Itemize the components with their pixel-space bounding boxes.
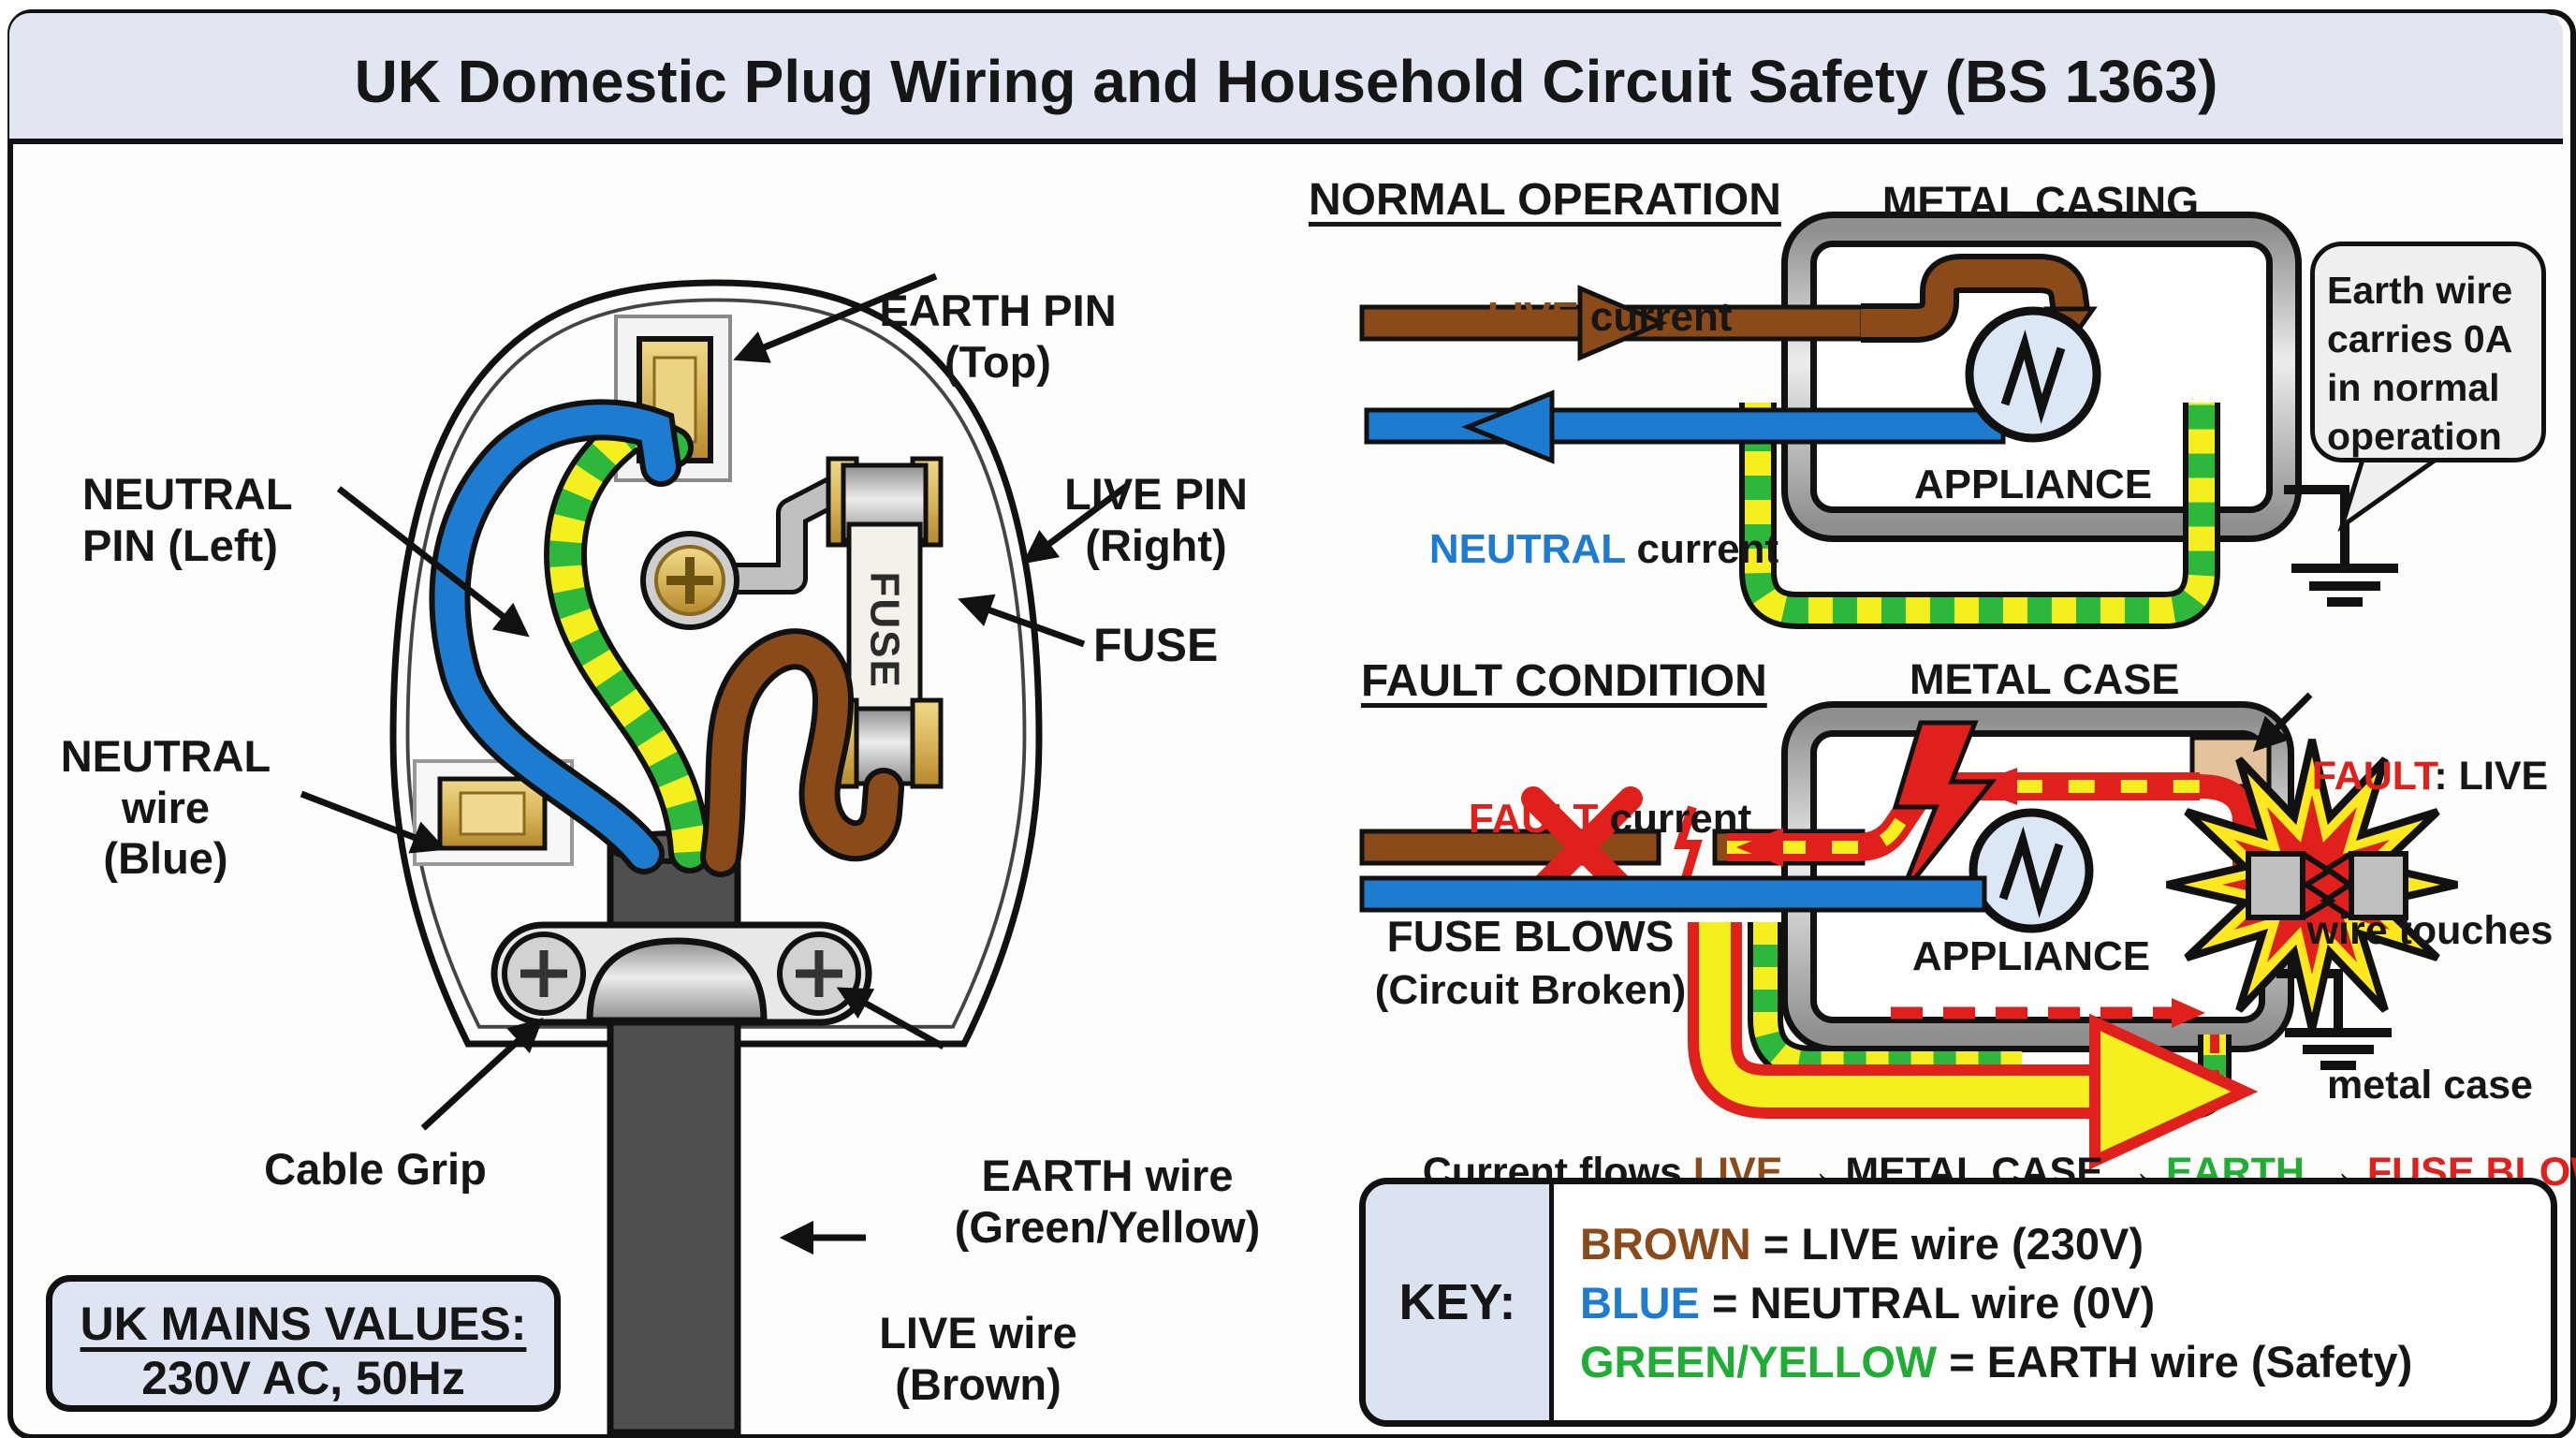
plug-body-inner-line [405, 298, 1027, 1029]
neutral-wire-arrow [300, 790, 446, 854]
live-wire-label: LIVE wire(Brown) [879, 1308, 1077, 1409]
neutral-current-bar [1364, 407, 2006, 445]
key-row-blue: BLUE = NEUTRAL wire (0V) [1580, 1277, 2156, 1328]
neutral-pin-arrow [336, 486, 530, 638]
fault-neutral-bar [1359, 875, 1987, 913]
appliance-wave [2000, 330, 2066, 425]
fuse-component-text: FUSE [861, 571, 908, 689]
appliance-label-fault: APPLIANCE [1911, 933, 2151, 979]
uk-mains-value: 230V AC, 50Hz [141, 1352, 465, 1404]
grip-clamp [586, 937, 768, 1024]
fuse-blows-exit-arrow [1688, 922, 2259, 1170]
live-current-arrowhead [1577, 285, 1668, 361]
plug-diagram [300, 272, 1131, 1436]
earth-pin-arrow [733, 272, 938, 363]
earth-note-bubble [2310, 242, 2546, 462]
fuse-blows-label: FUSE BLOWS [1386, 912, 1675, 961]
fault-note: FAULT: LIVE wire touches metal case [2306, 754, 2554, 1108]
key-row-brown: BROWN = LIVE wire (230V) [1580, 1218, 2144, 1269]
circuit-broken-label: (Circuit Broken) [1374, 967, 1687, 1013]
explosion-burst [2166, 739, 2458, 1031]
cable-grip-label: Cable Grip [264, 1144, 487, 1194]
blown-fuse-jag-left [2301, 851, 2336, 920]
neutral-current-label: NEUTRAL current [1428, 526, 1779, 573]
earth-ground-symbol [2284, 485, 2398, 607]
blown-fuse-jag-right [2320, 851, 2355, 920]
fuse-arrow [958, 594, 1086, 648]
earth-pin-label: EARTH PIN(Top) [879, 286, 1117, 387]
fault-arrowhead-left [1736, 828, 1783, 867]
live-wire-brown [700, 628, 904, 877]
live-pin-label: LIVE PIN(Right) [1064, 469, 1248, 570]
uk-mains-values-box: UK MAINS VALUES: 230V AC, 50Hz [46, 1275, 561, 1412]
key-row-green-yellow: GREEN/YELLOW = EARTH wire (Safety) [1580, 1336, 2413, 1387]
lightning-bolt [1892, 720, 1998, 899]
break-jag [1674, 805, 1703, 889]
live-pin-arrow [1022, 482, 1131, 565]
plug-label-arrows [300, 272, 1131, 1255]
key-box: KEY: BROWN = LIVE wire (230V) BLUE = NEU… [1359, 1178, 2557, 1427]
key-rows: BROWN = LIVE wire (230V) BLUE = NEUTRAL … [1554, 1184, 2551, 1420]
fault-descent-path [2199, 774, 2257, 889]
plug-cable-grip [490, 921, 872, 1026]
fault-current-label: FAULT current [1468, 796, 1752, 843]
earth-wire-label: EARTH wire(Green/Yellow) [954, 1151, 1261, 1252]
fuse-bracket-metal [721, 478, 844, 590]
blown-fuse-left [2246, 851, 2305, 920]
uk-mains-heading: UK MAINS VALUES: [80, 1298, 527, 1350]
appliance-label-normal: APPLIANCE [1913, 462, 2153, 507]
earth-wire-loop [1739, 403, 2220, 629]
title-bar: UK Domestic Plug Wiring and Household Ci… [9, 13, 2563, 144]
fuse-clip-bottom-right [910, 697, 944, 789]
fault-earth-striped-left [1748, 922, 2022, 1081]
key-label: KEY: [1366, 1184, 1554, 1420]
fuse-label: FUSE [1093, 619, 1219, 671]
case-bottom-fault-arrowhead [2172, 998, 2205, 1028]
cable-grip-arrow [420, 1018, 544, 1131]
earth-wire-green-yellow [544, 404, 711, 873]
earth-wire-arrow [836, 987, 945, 1050]
appliance-wave-fault [1998, 826, 2064, 918]
center-screw [640, 531, 739, 630]
fault-condition-heading: FAULT CONDITION [1361, 656, 1767, 706]
fault-condition-diagram [1359, 692, 2458, 1170]
page-title: UK Domestic Plug Wiring and Household Ci… [354, 48, 2218, 115]
normal-operation-diagram [1359, 212, 2452, 629]
live-current-label: LIVE current [1486, 294, 1733, 341]
neutral-terminal-bevel [459, 791, 526, 836]
fault-note-arrow [2252, 692, 2313, 753]
fuse-assembly [826, 456, 944, 789]
normal-operation-heading: NORMAL OPERATION [1309, 175, 1781, 225]
fault-arrowhead-top [1968, 768, 2017, 805]
metal-casing-label: METAL CASING [1881, 178, 2200, 226]
metal-case-label: METAL CASE [1910, 655, 2180, 703]
neutral-current-arrowhead [1461, 389, 1555, 464]
